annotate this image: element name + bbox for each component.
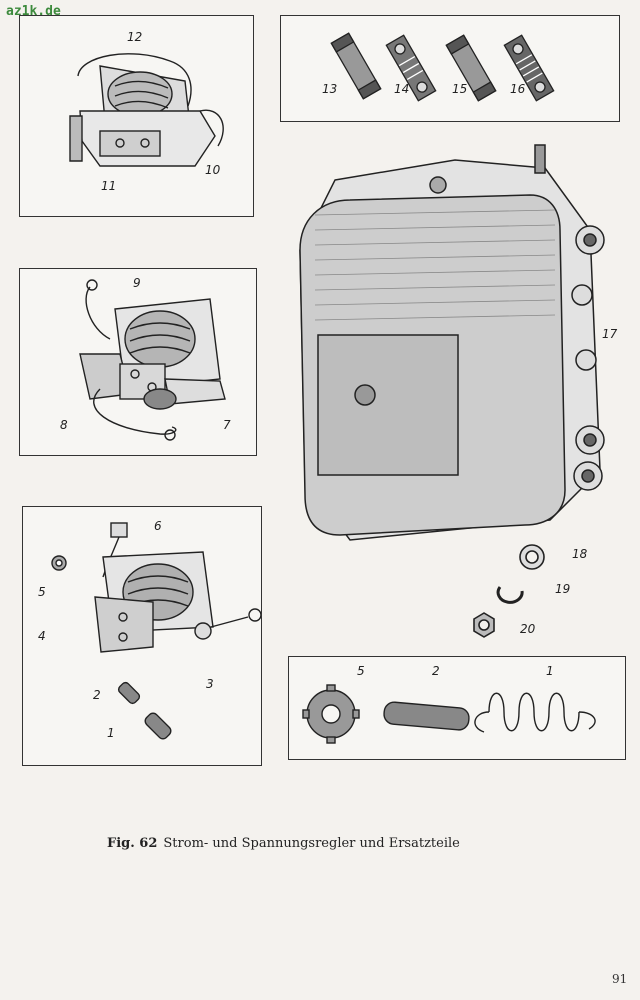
callout-18: 18 (572, 547, 588, 561)
callout-5b: 5 (357, 664, 365, 678)
panel-spare-parts (288, 656, 626, 760)
callout-9: 9 (133, 276, 141, 290)
callout-2b: 2 (432, 664, 440, 678)
callout-19: 19 (555, 582, 571, 596)
figure-label: Fig. 62 (107, 836, 158, 851)
callout-11: 11 (101, 179, 117, 193)
relay-illustration-3 (51, 522, 261, 740)
resistors-illustration (330, 32, 555, 102)
callout-14: 14 (394, 82, 410, 96)
panel-relay-bottom (22, 506, 262, 766)
callout-2a: 2 (93, 688, 101, 702)
callout-1a: 1 (107, 726, 115, 740)
relay-illustration-2 (79, 279, 226, 441)
relay-illustration-1 (69, 53, 224, 167)
callout-5a: 5 (38, 585, 46, 599)
panel-relay-top (19, 15, 254, 217)
figure-caption-text: Strom- und Spannungsregler und Ersatztei… (163, 836, 460, 851)
callout-8: 8 (60, 418, 68, 432)
regulator-unit-illustration (299, 144, 605, 541)
small-parts-illustration (473, 544, 545, 638)
callout-4: 4 (38, 629, 46, 643)
page-number: 91 (612, 972, 628, 986)
spare-parts-illustration (302, 684, 596, 744)
callout-1b: 1 (546, 664, 554, 678)
callout-7: 7 (223, 418, 231, 432)
callout-10: 10 (205, 163, 221, 177)
callout-13: 13 (322, 82, 338, 96)
callout-17: 17 (602, 327, 618, 341)
panel-resistors (280, 15, 620, 122)
callout-16: 16 (510, 82, 526, 96)
callout-6: 6 (154, 519, 162, 533)
figure-caption: Fig. 62 Strom- und Spannungsregler und Er… (107, 836, 460, 851)
callout-15: 15 (452, 82, 468, 96)
panel-relay-middle (19, 268, 257, 456)
callout-12: 12 (127, 30, 143, 44)
callout-20: 20 (520, 622, 536, 636)
callout-3: 3 (206, 677, 214, 691)
